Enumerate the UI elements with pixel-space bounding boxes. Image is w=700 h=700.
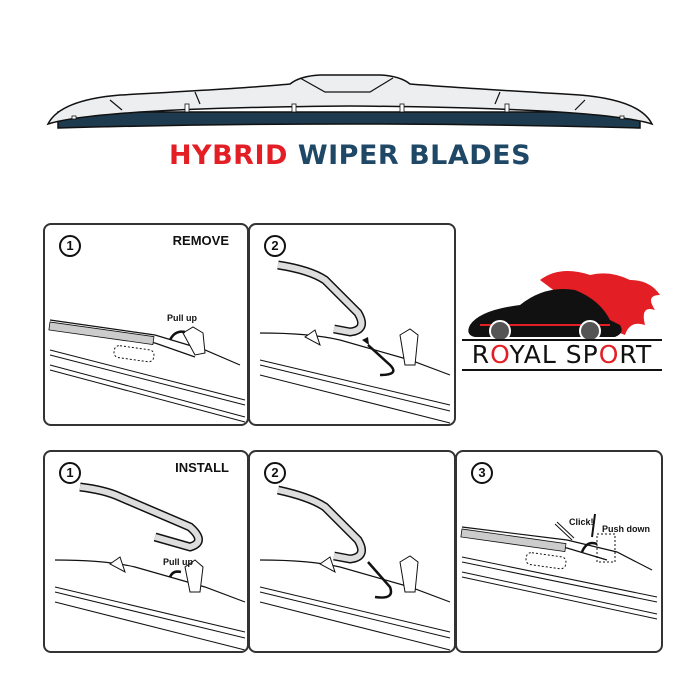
- pull-up-label: Pull up: [163, 557, 193, 567]
- wiper-arm-detach-diagram: [259, 260, 451, 424]
- wiper-arm-diagram: [48, 319, 246, 423]
- brand-text-o: O: [490, 340, 510, 369]
- wiper-blade-image: [46, 74, 654, 129]
- royal-sport-logo: [468, 271, 660, 342]
- step-number: 2: [264, 235, 286, 257]
- page-title: HYBRID WIPER BLADES: [0, 140, 700, 171]
- brand-text: YAL SP: [509, 340, 599, 369]
- brand-name: ROYAL SPORT: [462, 339, 662, 371]
- wiper-arm-attach-diagram: [54, 482, 246, 651]
- install-step-3-panel: 3 Click! Push down: [455, 450, 663, 653]
- install-heading: INSTALL: [175, 460, 229, 475]
- wiper-lock-diagram: [460, 513, 658, 620]
- remove-heading: REMOVE: [172, 233, 229, 248]
- wiper-arm-hook-diagram: [259, 485, 451, 651]
- title-hybrid: HYBRID: [168, 140, 288, 171]
- brand-text: R: [471, 340, 491, 369]
- step-number: 2: [264, 462, 286, 484]
- brand-text-o: O: [598, 340, 620, 369]
- install-step-1-panel: 1 INSTALL Pull up: [43, 450, 249, 653]
- brand-text: RT: [619, 340, 653, 369]
- remove-step-2-panel: 2: [248, 223, 456, 426]
- step-number: 1: [59, 235, 81, 257]
- click-label: Click!: [569, 517, 594, 527]
- push-down-label: Push down: [602, 524, 650, 534]
- step-number: 1: [59, 462, 81, 484]
- title-wiper-blades: WIPER BLADES: [297, 140, 532, 171]
- install-step-2-panel: 2: [248, 450, 456, 653]
- remove-step-1-panel: 1 REMOVE Pull up: [43, 223, 249, 426]
- step-number: 3: [471, 462, 493, 484]
- pull-up-label: Pull up: [167, 313, 197, 323]
